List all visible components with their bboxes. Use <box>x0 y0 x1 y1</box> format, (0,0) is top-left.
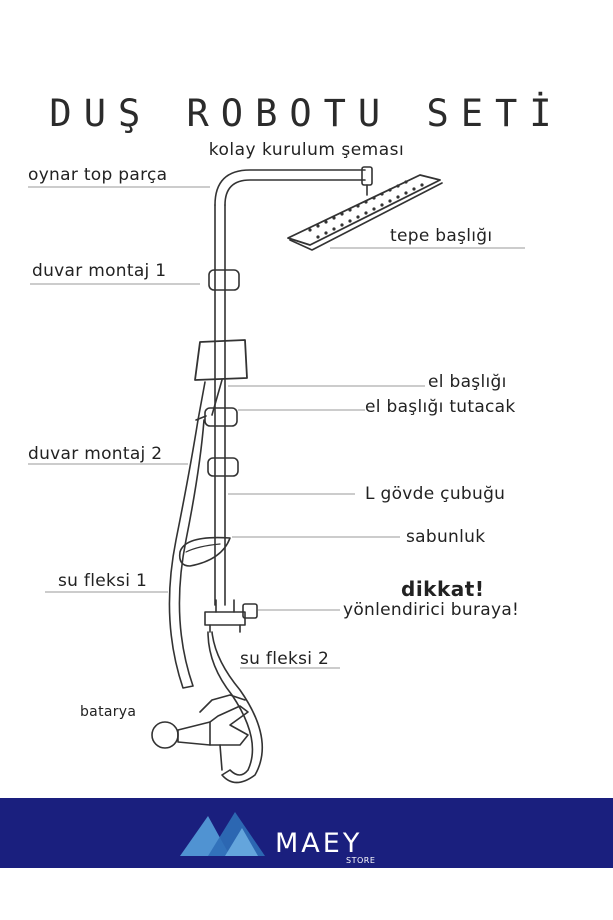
label-tepe-basligi: tepe başlığı <box>390 226 493 246</box>
hand-shower-head <box>194 339 248 381</box>
wall-mount-2 <box>207 457 239 477</box>
mixer-knob <box>151 721 179 749</box>
label-govde-cubugu: L gövde çubuğu <box>365 484 506 504</box>
flex-hose-1 <box>168 419 205 689</box>
brand-logo-icon <box>180 812 265 856</box>
label-su-fleksi-1: su fleksi 1 <box>58 571 148 591</box>
brand-sub: STORE <box>346 856 376 865</box>
label-batarya: batarya <box>80 704 137 720</box>
label-su-fleksi-2: su fleksi 2 <box>240 649 330 669</box>
rain-head <box>287 174 441 246</box>
label-el-basligi-tutacak: el başlığı tutacak <box>365 397 516 417</box>
mixer-body <box>177 721 211 746</box>
brand-name: MAEY <box>275 828 363 859</box>
label-yonlendirici: yönlendirici buraya! <box>343 600 520 620</box>
diagram-title: DUŞ ROBOTU SETİ <box>49 92 564 135</box>
brand-footer <box>0 798 613 868</box>
label-sabunluk: sabunluk <box>406 527 486 547</box>
leader-lines <box>28 186 525 669</box>
rain-head-nozzles <box>308 180 424 239</box>
label-oynar-top: oynar top parça <box>28 165 168 185</box>
label-el-basligi: el başlığı <box>428 372 507 392</box>
shower-diagram <box>28 166 525 784</box>
label-duvar-montaj-1: duvar montaj 1 <box>32 261 167 281</box>
hand-holder <box>204 407 238 427</box>
diverter <box>204 611 246 626</box>
label-duvar-montaj-2: duvar montaj 2 <box>28 444 163 464</box>
main-pipe <box>214 204 226 606</box>
label-dikkat: dikkat! <box>401 577 485 601</box>
wall-mount-1 <box>208 269 240 291</box>
top-arm <box>214 169 366 206</box>
diagram-subtitle: kolay kurulum şeması <box>208 140 405 160</box>
